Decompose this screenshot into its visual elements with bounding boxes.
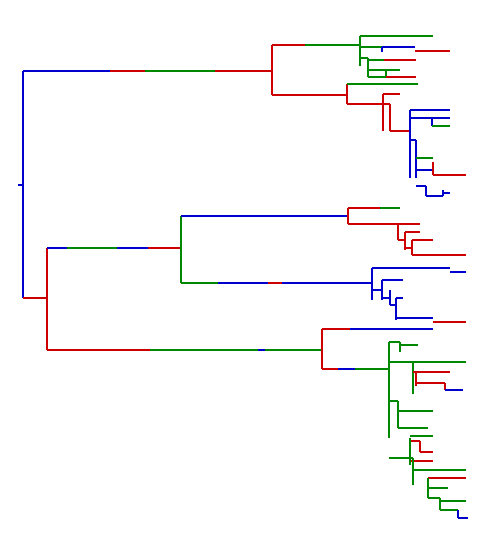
phylogenetic-tree-diagram	[18, 35, 468, 519]
tree-canvas	[18, 35, 468, 519]
